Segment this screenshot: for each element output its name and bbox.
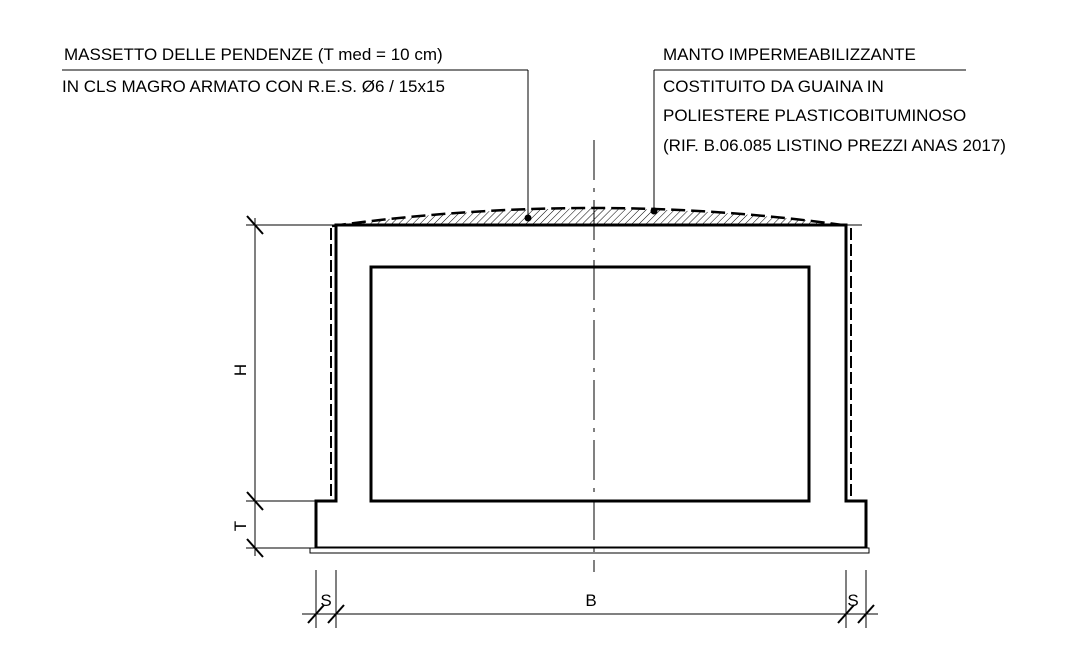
base-lean-slab	[309, 547, 870, 554]
dimension-vertical: H T	[231, 215, 336, 558]
dim-tick-middle	[246, 491, 264, 511]
note-massetto: MASSETTO DELLE PENDENZE (T med = 10 cm) …	[62, 45, 532, 222]
dim-tick-bottom	[246, 538, 264, 558]
dim-tick-top	[246, 215, 264, 235]
dim-tick-s-left-outer	[307, 604, 325, 624]
note-manto-line3: POLIESTERE PLASTICOBITUMINOSO	[663, 106, 966, 125]
dim-label-s-right: S	[847, 591, 858, 610]
box-inner-opening	[369, 265, 811, 503]
note-manto-line1: MANTO IMPERMEABILIZZANTE	[663, 45, 916, 64]
dim-label-b: B	[585, 591, 596, 610]
dim-tick-s-right-outer	[857, 604, 875, 624]
dim-label-h: H	[231, 364, 250, 376]
dim-label-s-left: S	[320, 591, 331, 610]
note-manto: MANTO IMPERMEABILIZZANTE COSTITUITO DA G…	[650, 45, 1006, 215]
dim-tick-s-left-inner	[327, 604, 345, 624]
dim-tick-s-right-inner	[837, 604, 855, 624]
dim-label-t: T	[231, 521, 250, 531]
note-manto-line4: (RIF. B.06.085 LISTINO PREZZI ANAS 2017)	[663, 136, 1006, 155]
note-manto-line2: COSTITUITO DA GUAINA IN	[663, 77, 884, 96]
note-massetto-line1: MASSETTO DELLE PENDENZE (T med = 10 cm)	[64, 45, 443, 64]
dimension-horizontal: S B S	[302, 570, 878, 628]
waterproof-membrane-top	[331, 206, 851, 228]
note-massetto-line2: IN CLS MAGRO ARMATO CON R.E.S. Ø6 / 15x1…	[62, 77, 445, 96]
